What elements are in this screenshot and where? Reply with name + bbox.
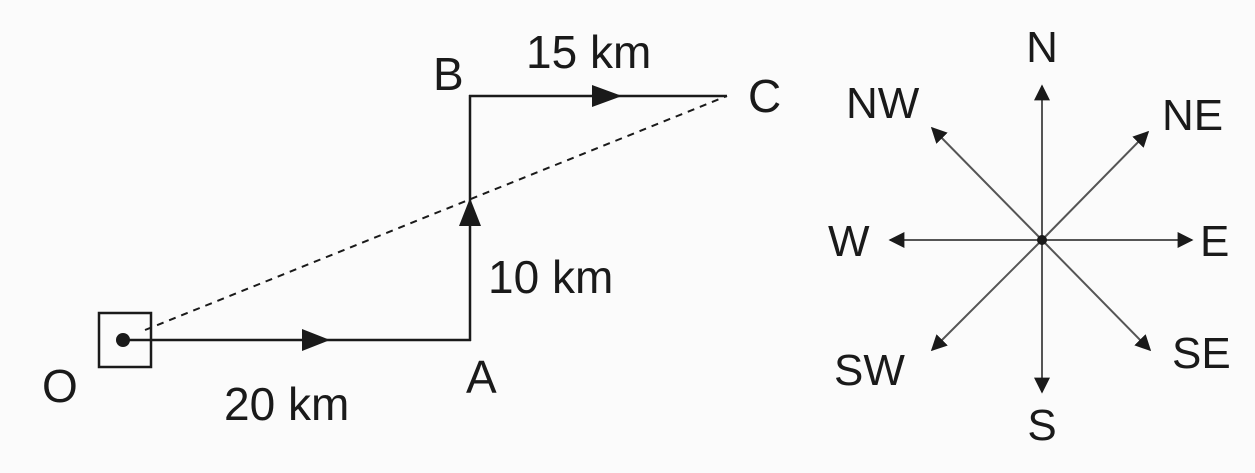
label-oa-distance: 20 km bbox=[224, 378, 349, 430]
compass-label-e: E bbox=[1200, 217, 1229, 266]
label-c: C bbox=[748, 70, 781, 122]
compass-arrow-ne bbox=[1041, 130, 1150, 241]
compass-rose bbox=[888, 84, 1194, 394]
compass-center bbox=[1037, 235, 1047, 245]
compass-label-se: SE bbox=[1172, 329, 1231, 378]
compass-label-sw: SW bbox=[834, 346, 905, 395]
label-a: A bbox=[466, 351, 497, 403]
compass-label-n: N bbox=[1026, 23, 1058, 72]
compass-label-s: S bbox=[1027, 401, 1056, 450]
arrow-oa-icon bbox=[302, 329, 330, 351]
compass-arrow-se bbox=[1041, 239, 1152, 352]
compass-label-w: W bbox=[828, 217, 870, 266]
compass-arrow-nw bbox=[930, 126, 1043, 241]
compass-label-nw: NW bbox=[846, 79, 920, 128]
label-ab-distance: 10 km bbox=[488, 251, 613, 303]
label-b: B bbox=[433, 48, 464, 100]
resultant-dashed-line bbox=[144, 95, 728, 331]
arrow-bc-icon bbox=[592, 85, 622, 107]
arrow-ab-icon bbox=[459, 198, 481, 226]
label-bc-distance: 15 km bbox=[526, 26, 651, 78]
compass-arrow-sw bbox=[930, 239, 1043, 352]
compass-label-ne: NE bbox=[1162, 91, 1223, 140]
label-o: O bbox=[42, 360, 78, 412]
